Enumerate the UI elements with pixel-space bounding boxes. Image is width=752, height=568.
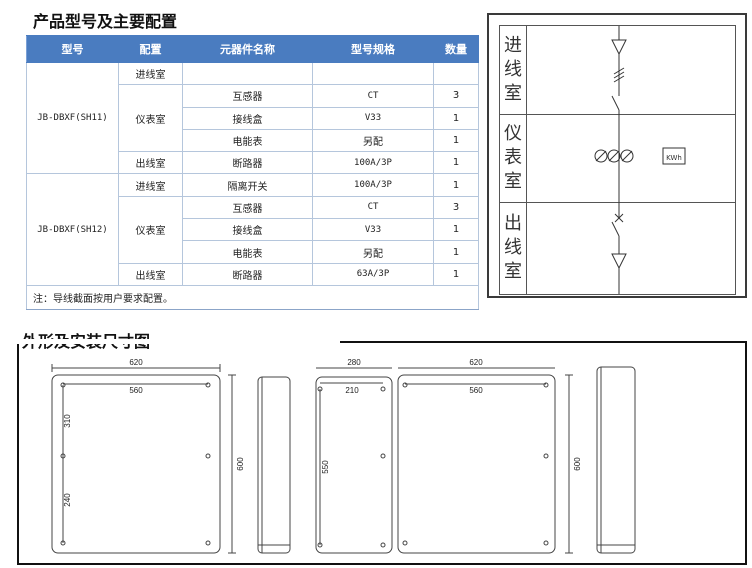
table-row: JB-DBXF(SH11) 进线室 bbox=[26, 61, 479, 175]
spec-cell: V33 bbox=[312, 106, 434, 130]
component-cell: 接线盒 bbox=[182, 106, 313, 130]
row-divider bbox=[500, 202, 736, 203]
kwh-label: KWh bbox=[666, 154, 682, 162]
breaker-blade bbox=[611, 221, 620, 237]
component-cell: 互感器 bbox=[182, 195, 313, 220]
ct-coil-icon bbox=[594, 149, 608, 163]
spec-cell: 另配 bbox=[312, 128, 434, 153]
single-line-diagram: KWh bbox=[594, 26, 686, 294]
room-label-text: 进线室 bbox=[504, 35, 522, 104]
table-row: 接线盒 V33 1 bbox=[27, 106, 479, 130]
row-divider bbox=[500, 114, 736, 115]
kwh-meter-icon bbox=[662, 147, 686, 165]
qty-cell: 1 bbox=[433, 240, 479, 264]
header-spec: 型号规格 bbox=[312, 35, 434, 63]
breaker-cross bbox=[614, 213, 624, 223]
component-cell: 电能表 bbox=[182, 240, 313, 264]
config-cell: 仪表室 bbox=[118, 84, 183, 153]
model-cell: JB-DBXF(SH12) bbox=[26, 173, 119, 286]
qty-cell: 3 bbox=[433, 195, 479, 220]
ct-coil-icon bbox=[620, 149, 634, 163]
table-header-row: 型号 配置 元器件名称 型号规格 数量 bbox=[26, 35, 479, 63]
table-note: 注：导线截面按用户要求配置。 bbox=[26, 284, 479, 310]
table-row: 出线室 断路器 63A/3P 1 bbox=[27, 262, 479, 286]
component-cell: 隔离开关 bbox=[182, 173, 313, 197]
spec-table: 型号 配置 元器件名称 型号规格 数量 JB-DBXF(SH11) 进线室 仪表… bbox=[26, 35, 479, 310]
room-label-text: 仪表室 bbox=[504, 123, 522, 192]
ct-coil-icon bbox=[607, 149, 621, 163]
spec-cell: CT bbox=[312, 195, 434, 220]
component-cell: 断路器 bbox=[182, 151, 313, 175]
qty-cell: 1 bbox=[433, 218, 479, 242]
component-cell: 电能表 bbox=[182, 128, 313, 153]
switch-blade bbox=[611, 95, 620, 111]
note-row: 注：导线截面按用户要求配置。 bbox=[26, 284, 479, 310]
spec-cell: 63A/3P bbox=[312, 262, 434, 286]
frame-gap bbox=[17, 339, 340, 344]
model-cell: JB-DBXF(SH11) bbox=[26, 61, 119, 175]
config-cell: 出线室 bbox=[118, 262, 183, 286]
config-cell: 出线室 bbox=[118, 151, 183, 175]
config-cell: 进线室 bbox=[118, 173, 183, 197]
component-cell: 断路器 bbox=[182, 262, 313, 286]
room-label-meter: 仪表室 bbox=[500, 114, 526, 202]
table-row: JB-DBXF(SH12) 进线室 隔离开关 100A/3P 1 bbox=[26, 173, 479, 286]
config-cell: 进线室 bbox=[118, 61, 183, 86]
component-cell bbox=[182, 61, 313, 86]
spec-cell: 100A/3P bbox=[312, 173, 434, 197]
qty-cell: 1 bbox=[433, 128, 479, 153]
spec-cell: 另配 bbox=[312, 240, 434, 264]
spec-cell: 100A/3P bbox=[312, 151, 434, 175]
component-cell: 互感器 bbox=[182, 84, 313, 108]
spec-cell bbox=[312, 61, 434, 86]
header-qty: 数量 bbox=[433, 35, 479, 63]
qty-cell: 1 bbox=[433, 151, 479, 175]
arrow-down-icon bbox=[611, 39, 627, 56]
qty-cell: 1 bbox=[433, 262, 479, 286]
column-divider bbox=[526, 26, 527, 294]
room-label-incoming: 进线室 bbox=[500, 26, 526, 114]
wiring-diagram: 进线室 仪表室 出线室 bbox=[487, 13, 747, 298]
room-label-outgoing: 出线室 bbox=[500, 202, 526, 294]
config-cell: 仪表室 bbox=[118, 195, 183, 264]
room-label-text: 出线室 bbox=[504, 213, 522, 282]
arrow-down-icon bbox=[611, 253, 627, 270]
qty-cell: 1 bbox=[433, 106, 479, 130]
qty-cell: 3 bbox=[433, 84, 479, 108]
spec-cell: CT bbox=[312, 84, 434, 108]
wiring-diagram-frame: 进线室 仪表室 出线室 bbox=[499, 25, 736, 295]
header-config: 配置 bbox=[118, 35, 183, 63]
qty-cell bbox=[433, 61, 479, 86]
table-row: 仪表室 互感器 CT 3 bbox=[27, 84, 479, 153]
dimension-drawing-frame bbox=[17, 341, 747, 565]
header-component: 元器件名称 bbox=[182, 35, 313, 63]
qty-cell: 1 bbox=[433, 173, 479, 197]
component-cell: 接线盒 bbox=[182, 218, 313, 242]
header-model: 型号 bbox=[26, 35, 119, 63]
product-models-title: 产品型号及主要配置 bbox=[33, 12, 178, 31]
spec-cell: V33 bbox=[312, 218, 434, 242]
